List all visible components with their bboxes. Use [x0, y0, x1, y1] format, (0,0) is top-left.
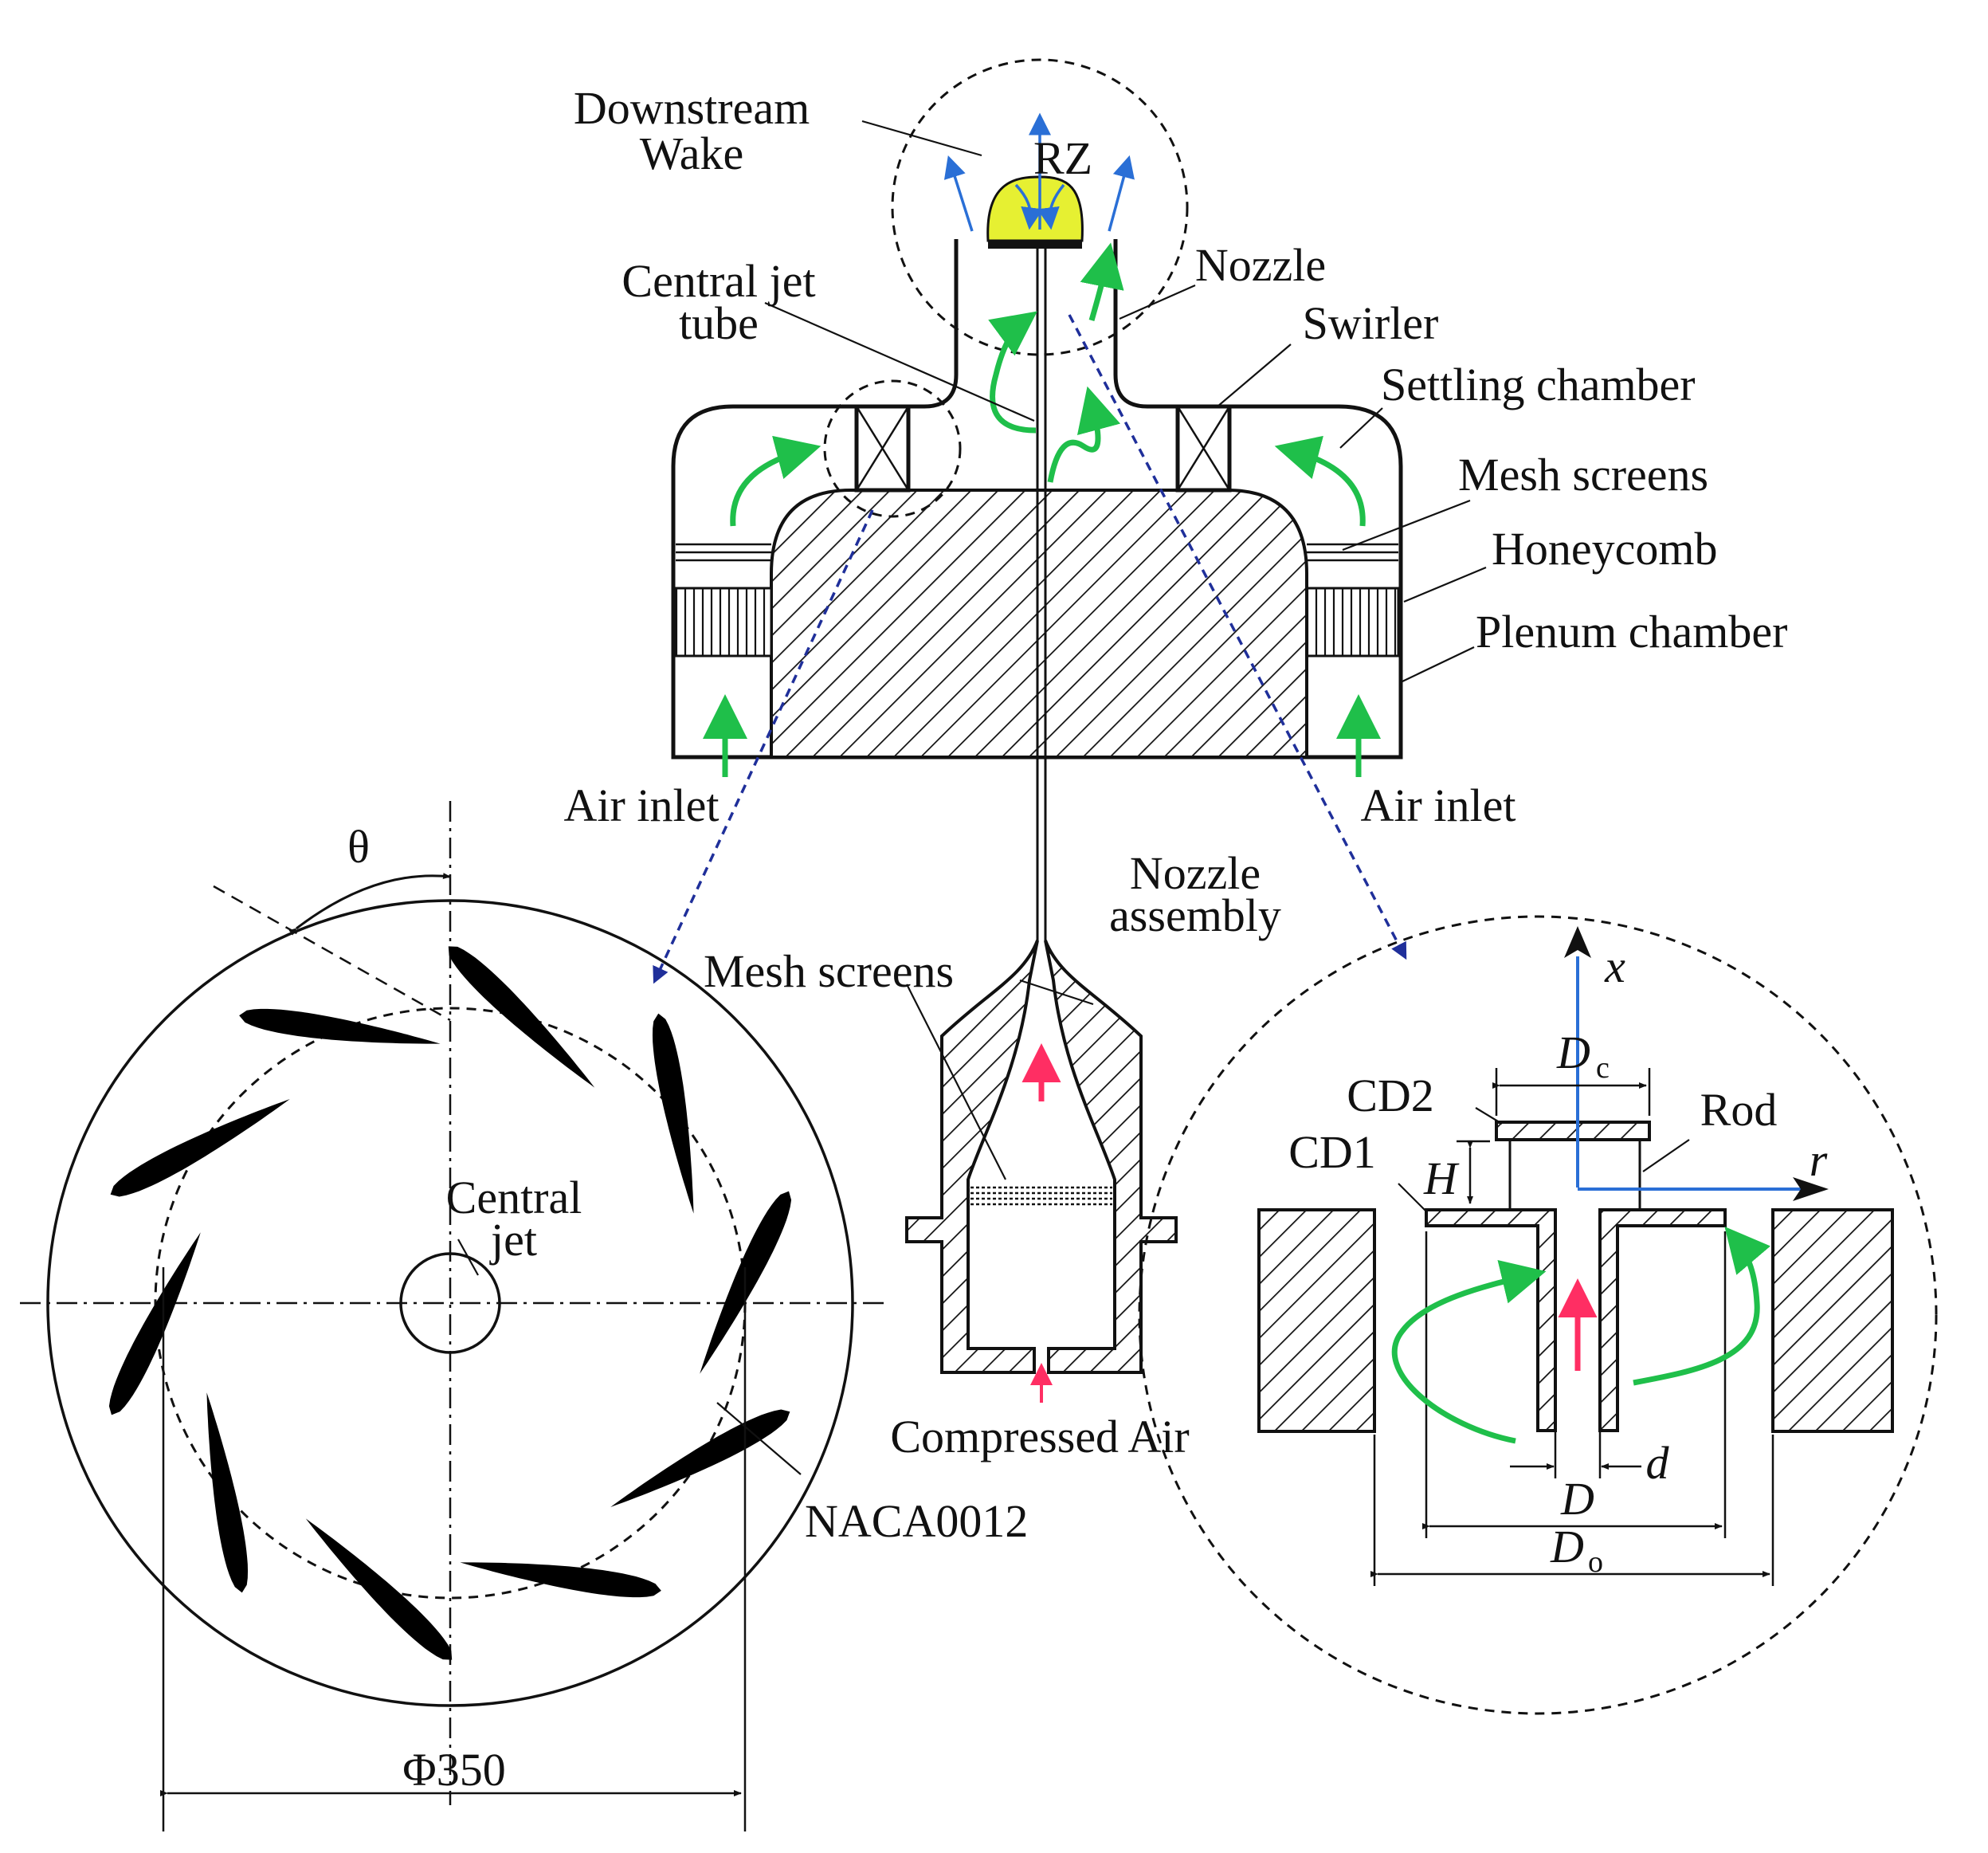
naca0012-label: NACA0012 — [805, 1495, 1028, 1547]
settling-chamber-label: Settling chamber — [1381, 359, 1696, 410]
downstream-wake-label-line2: Wake — [640, 128, 744, 179]
naca0012-blade — [610, 1409, 790, 1507]
mesh-screens-top-label: Mesh screens — [1458, 449, 1708, 501]
swirler-zoom-circle — [823, 379, 962, 518]
swirler-label: Swirler — [1303, 297, 1439, 349]
central-body — [770, 489, 1308, 759]
settling-chamber-left-wall — [671, 239, 1307, 760]
nozzle-assembly-right-wall — [1044, 940, 1178, 1374]
downstream-wake-label-line1: Downstream — [574, 82, 810, 134]
nozzle-assembly-label-line1: Nozzle — [1130, 847, 1261, 899]
nozzle-mesh-screens — [970, 1186, 1112, 1206]
swirler-right — [1175, 404, 1232, 493]
detail-left-wall — [1257, 1208, 1376, 1433]
honeycomb-label: Honeycomb — [1492, 523, 1718, 575]
svg-text:c: c — [1596, 1051, 1610, 1085]
central-jet-label-line1: Central — [446, 1172, 582, 1223]
naca0012-blade — [108, 1232, 201, 1415]
exit-detail-view — [1138, 915, 1938, 1715]
cd1-right — [1598, 1208, 1727, 1432]
h-label: H — [1423, 1152, 1460, 1204]
cd1-leader — [1398, 1183, 1427, 1212]
exit-disc — [988, 241, 1082, 249]
theta-reference-line — [213, 885, 451, 1022]
detail-swirl-arrow-right — [1633, 1226, 1770, 1386]
mesh-screens-top-left — [676, 543, 771, 562]
naca0012-blade — [460, 1562, 661, 1598]
air-inlet-left-label: Air inlet — [564, 779, 720, 831]
central-jet-tube-label-line2: tube — [679, 297, 759, 349]
cd2-label: CD2 — [1347, 1070, 1434, 1121]
central-jet-leader — [457, 1239, 479, 1276]
d-small-label: d — [1646, 1437, 1670, 1489]
swirl-air-flow-arrows — [703, 242, 1381, 777]
mesh-screens-top-right — [1307, 543, 1398, 562]
swirler-left — [854, 404, 911, 493]
cd1-left — [1425, 1208, 1557, 1432]
swirler-section — [20, 801, 884, 1831]
rz-label: RZ — [1033, 132, 1092, 184]
nozzle-assembly-left-wall — [905, 940, 1039, 1374]
cd2-leader — [1475, 1107, 1503, 1125]
honeycomb-right — [1305, 587, 1400, 658]
theta-arc — [288, 873, 451, 936]
nozzle-assembly-label-line2: assembly — [1109, 889, 1281, 941]
detail-zoom-circle — [1138, 915, 1938, 1715]
detail-swirl-arrow-left — [1391, 1259, 1547, 1444]
rod-leader — [1642, 1139, 1690, 1172]
dc-label: D c — [1556, 1027, 1610, 1085]
nozzle-assembly-leader — [1019, 979, 1094, 1006]
Do-label: D o — [1550, 1521, 1603, 1579]
cd1-label: CD1 — [1288, 1126, 1376, 1178]
naca0012-blade — [652, 1013, 694, 1214]
recirculation-zone — [986, 175, 1084, 242]
svg-text:D: D — [1550, 1521, 1584, 1572]
zoom-links — [653, 314, 1407, 984]
honeycomb-left — [674, 587, 773, 658]
wake-zoom-circle — [891, 58, 1189, 356]
detail-right-wall — [1771, 1208, 1894, 1433]
nozzle-assembly — [905, 940, 1178, 1403]
x-axis-label: x — [1604, 940, 1625, 992]
plenum-chamber-label: Plenum chamber — [1476, 606, 1787, 658]
naca0012-blade — [305, 1518, 453, 1660]
naca0012-blade — [448, 946, 595, 1088]
central-jet-label-line2: jet — [489, 1214, 537, 1266]
svg-text:o: o — [1588, 1545, 1603, 1579]
mesh-screens-bottom-leader — [906, 983, 1006, 1180]
nozzle-label: Nozzle — [1195, 239, 1326, 291]
central-jet-tube-label-line1: Central jet — [621, 255, 815, 307]
theta-label: θ — [347, 821, 370, 873]
D-label: D — [1560, 1473, 1594, 1525]
r-axis-arrowhead — [1793, 1177, 1829, 1201]
top-leaders — [764, 120, 1487, 682]
phi350-label: Φ350 — [402, 1744, 505, 1796]
r-axis-label: r — [1810, 1134, 1828, 1186]
naca0012-blade — [110, 1099, 290, 1197]
svg-text:D: D — [1556, 1027, 1590, 1078]
rod-label: Rod — [1700, 1084, 1778, 1136]
cd2-disc — [1495, 1121, 1651, 1141]
naca0012-blade — [239, 1008, 441, 1044]
naca-leader — [716, 1402, 802, 1475]
naca0012-blade — [206, 1392, 249, 1593]
air-inlet-right-label: Air inlet — [1361, 779, 1516, 831]
wake-flow-arrows — [943, 112, 1135, 232]
mesh-screens-bottom-label: Mesh screens — [704, 945, 954, 997]
compressed-air-label: Compressed Air — [890, 1411, 1189, 1462]
